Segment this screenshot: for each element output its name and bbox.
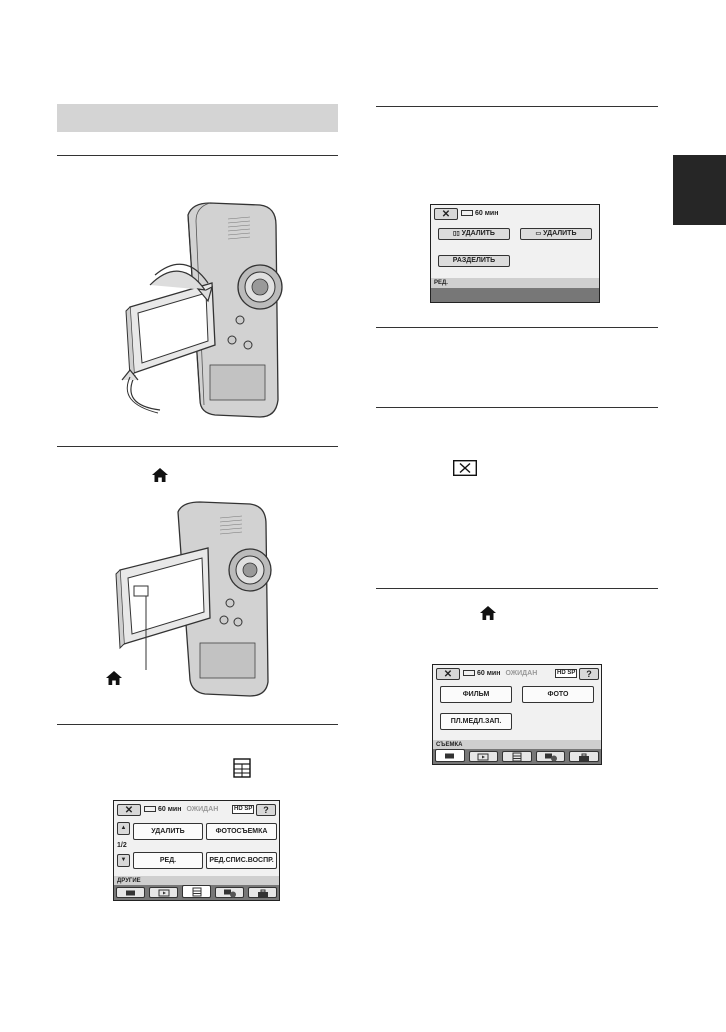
delete-scene-button[interactable]: ▯▯ УДАЛИТЬ xyxy=(438,228,510,240)
quality-badge: HD SP xyxy=(555,669,578,678)
divide-button[interactable]: РАЗДЕЛИТЬ xyxy=(438,255,510,267)
tab-manage[interactable] xyxy=(535,751,566,762)
other-tab-icon xyxy=(512,752,522,761)
step-rule-1 xyxy=(57,155,338,156)
category-tabs xyxy=(433,749,601,764)
category-tabs xyxy=(114,885,279,900)
camcorder-home-button-illustration xyxy=(115,501,272,697)
tab-settings[interactable] xyxy=(569,751,599,762)
tab-manage[interactable] xyxy=(215,887,244,898)
menu-category-label: РЕД. xyxy=(431,278,599,288)
delete-photo-label: УДАЛИТЬ xyxy=(543,230,577,237)
lcd-screen-other: ✕ 60 мин ОЖИДАН HD SP ? ▲ 1/2 ▼ УДАЛИТЬ Ф… xyxy=(113,800,280,901)
chapter-side-tab xyxy=(673,155,726,225)
page-number: 1/2 xyxy=(117,842,127,849)
step-rule-4 xyxy=(376,106,658,107)
lcd-screen-shoot: ✕ 60 мин ОЖИДАН HD SP ? ФИЛЬМ ФОТО ПЛ.МЕД… xyxy=(432,664,602,765)
media-tab-icon xyxy=(544,753,557,761)
menu-delete-button[interactable]: УДАЛИТЬ xyxy=(133,823,203,840)
status-bar: 60 мин xyxy=(461,210,498,217)
scroll-up-button[interactable]: ▲ xyxy=(117,822,130,835)
step-rule-5 xyxy=(376,327,658,328)
battery-icon xyxy=(144,806,156,813)
play-tab-icon xyxy=(158,889,169,896)
menu-category-label: ДРУГИЕ xyxy=(114,876,279,886)
photo-icon: ▭ xyxy=(535,231,542,237)
home-icon xyxy=(152,468,168,482)
close-button[interactable]: ✕ xyxy=(436,668,460,680)
menu-edit-button[interactable]: РЕД. xyxy=(133,852,203,869)
tab-other[interactable] xyxy=(182,885,211,898)
lcd-screen-edit: ✕ 60 мин ▯▯ УДАЛИТЬ ▭ УДАЛИТЬ РАЗДЕЛИТЬ … xyxy=(430,204,600,303)
movie-button[interactable]: ФИЛЬМ xyxy=(440,686,512,703)
scroll-down-button[interactable]: ▼ xyxy=(117,854,130,867)
section-header-bar xyxy=(57,104,338,132)
close-x-icon xyxy=(453,460,477,476)
photo-button[interactable]: ФОТО xyxy=(522,686,594,703)
remaining-time: 60 мин xyxy=(477,670,501,677)
tab-shoot[interactable] xyxy=(116,887,145,898)
status-bar: 60 мин ОЖИДАН xyxy=(144,806,218,813)
battery-icon xyxy=(463,670,475,677)
toolbox-tab-icon xyxy=(579,753,590,761)
tab-view[interactable] xyxy=(149,887,178,898)
smooth-slow-rec-button[interactable]: ПЛ.МЕДЛ.ЗАП. xyxy=(440,713,512,730)
home-icon xyxy=(106,671,122,685)
tab-view[interactable] xyxy=(468,751,499,762)
camera-tab-icon xyxy=(125,890,135,895)
menu-edit-playlist-button[interactable]: РЕД.СПИС.ВОСПР. xyxy=(206,852,277,869)
mode-label: ОЖИДАН xyxy=(505,670,538,677)
step-rule-7 xyxy=(376,588,658,589)
film-icon: ▯▯ xyxy=(453,231,460,237)
step-rule-2 xyxy=(57,446,338,447)
home-icon xyxy=(480,606,496,620)
status-bar: 60 мин ОЖИДАН xyxy=(463,670,537,677)
play-tab-icon xyxy=(477,753,489,760)
help-button[interactable]: ? xyxy=(256,804,276,816)
menu-category-label: СЪЕМКА xyxy=(433,740,601,750)
other-tab-icon xyxy=(192,887,201,896)
remaining-time: 60 мин xyxy=(158,806,182,813)
battery-icon xyxy=(461,210,473,217)
close-button[interactable]: ✕ xyxy=(117,804,141,816)
remaining-time: 60 мин xyxy=(475,210,499,217)
mode-label: ОЖИДАН xyxy=(186,806,219,813)
toolbox-tab-icon xyxy=(257,889,268,897)
menu-photo-capture-button[interactable]: ФОТОСЪЕМКА xyxy=(206,823,277,840)
delete-photo-button[interactable]: ▭ УДАЛИТЬ xyxy=(520,228,592,240)
camera-tab-icon xyxy=(444,753,454,758)
tab-other[interactable] xyxy=(502,751,532,762)
step-rule-6 xyxy=(376,407,658,408)
step-rule-3 xyxy=(57,724,338,725)
delete-scene-label: УДАЛИТЬ xyxy=(461,230,495,237)
other-menu-icon xyxy=(233,758,251,778)
close-button[interactable]: ✕ xyxy=(434,208,458,220)
footer-bar xyxy=(431,288,599,302)
tab-shoot[interactable] xyxy=(435,749,465,762)
media-tab-icon xyxy=(223,889,236,897)
quality-badge: HD SP xyxy=(232,805,255,814)
camcorder-open-lcd-illustration xyxy=(121,202,283,418)
tab-settings[interactable] xyxy=(248,887,277,898)
help-button[interactable]: ? xyxy=(579,668,599,680)
